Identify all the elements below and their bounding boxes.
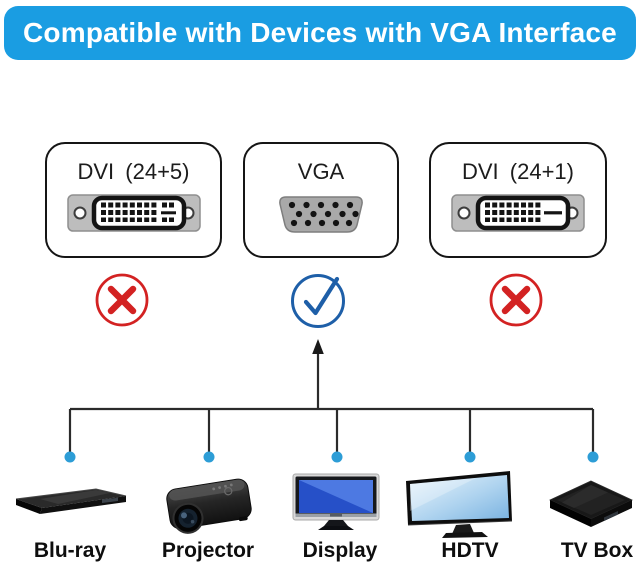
dvi-24-5-connector-icon: [66, 194, 201, 232]
up-arrowhead: [312, 339, 324, 354]
device-label-hdtv: HDTV: [441, 539, 499, 562]
dvi-24-1-connector-icon: [451, 194, 585, 232]
connection-tree: [64, 339, 599, 463]
connector-label: VGA: [297, 159, 345, 184]
device-label-tv-box: TV Box: [560, 539, 634, 562]
cross-circle-icon: [94, 272, 150, 328]
connector-card-dvi-24-5: DVI (24+5): [45, 142, 222, 258]
connector-label: DVI (24+1): [462, 159, 574, 184]
header-title: Compatible with Devices with VGA Interfa…: [23, 17, 617, 48]
device-label-display: Display: [302, 539, 378, 562]
hdtv-icon: [404, 469, 514, 541]
projector-icon: [160, 469, 256, 539]
device-label-projector: Projector: [161, 539, 255, 562]
connector-card-dvi-24-1: DVI (24+1): [429, 142, 607, 258]
connection-dots: [64, 451, 599, 463]
header-banner: Compatible with Devices with VGA Interfa…: [4, 6, 636, 60]
monitor-icon: [290, 473, 382, 533]
cross-circle-icon: [488, 272, 544, 328]
tv-box-icon: [546, 479, 636, 533]
blu-ray-player-icon: [14, 487, 128, 517]
connector-label: DVI (24+5): [77, 159, 190, 184]
connector-card-vga: VGA: [243, 142, 399, 258]
device-label-blu-ray: Blu-ray: [33, 539, 107, 562]
vga-15pin-connector-icon: [279, 196, 363, 233]
check-circle-icon: [289, 268, 351, 330]
